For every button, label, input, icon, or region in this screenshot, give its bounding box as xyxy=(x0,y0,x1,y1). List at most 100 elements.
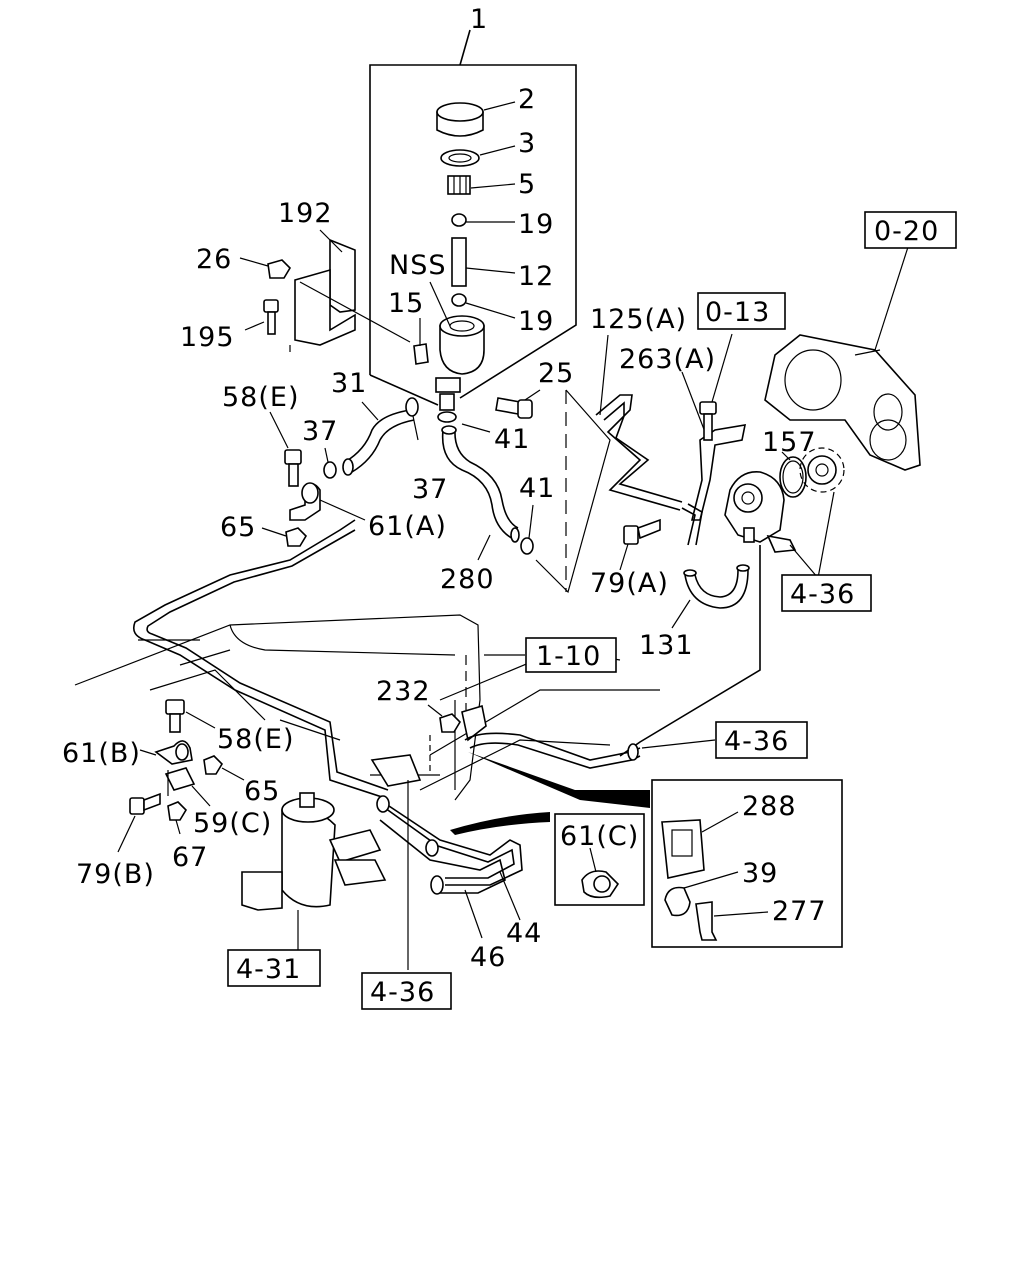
bolt-195 xyxy=(244,299,279,335)
ref-label-1-10[interactable]: 1-10 xyxy=(536,641,601,672)
label-79a: 79(A) xyxy=(590,568,669,599)
clip-61a xyxy=(289,482,366,521)
label-277: 277 xyxy=(772,896,827,927)
label-nss: NSS xyxy=(389,250,446,281)
hose-31 xyxy=(342,401,415,476)
ref-label-0-20[interactable]: 0-20 xyxy=(874,216,939,247)
label-19-upper: 19 xyxy=(518,209,554,240)
label-58e-lower: 58(E) xyxy=(217,724,294,755)
label-37-lower: 37 xyxy=(412,474,448,505)
label-65-upper: 65 xyxy=(220,512,256,543)
label-2: 2 xyxy=(518,84,536,115)
pump-reference-leaders xyxy=(789,491,835,579)
clip-61b xyxy=(139,740,193,765)
nut-65-upper xyxy=(261,527,308,547)
bolt-25 xyxy=(495,389,541,419)
label-67: 67 xyxy=(172,842,208,873)
ref-box-1-10[interactable] xyxy=(525,637,617,673)
hydraulic-filter-unit xyxy=(241,792,387,950)
ref-label-4-31[interactable]: 4-31 xyxy=(236,954,301,985)
bracket-clip xyxy=(413,318,429,365)
label-157: 157 xyxy=(762,427,817,458)
label-131: 131 xyxy=(639,630,694,661)
label-280: 280 xyxy=(440,564,495,595)
strainer xyxy=(447,175,516,195)
drive-gear xyxy=(799,447,845,493)
clamp-37-upper xyxy=(405,397,419,441)
nut-26 xyxy=(239,257,292,279)
bracket-263a xyxy=(681,371,747,521)
reservoir-pipe xyxy=(451,237,516,287)
label-263a: 263(A) xyxy=(619,344,716,375)
hose-reference-lines xyxy=(535,389,611,594)
gear-housing xyxy=(764,246,921,471)
hose-to-4-36 xyxy=(464,732,716,769)
detail-box-bracket xyxy=(651,779,843,948)
label-59c: 59(C) xyxy=(193,808,272,839)
ref-label-4-36-bottom[interactable]: 4-36 xyxy=(370,977,435,1008)
label-232: 232 xyxy=(376,676,431,707)
pipe-to-pump xyxy=(681,503,703,546)
ref-label-0-13[interactable]: 0-13 xyxy=(705,297,770,328)
hose-280 xyxy=(441,425,520,561)
ref-box-4-31[interactable] xyxy=(227,949,321,987)
label-39: 39 xyxy=(742,858,778,889)
nut-67 xyxy=(167,801,188,835)
ref-box-4-36-bottom[interactable] xyxy=(361,972,452,1010)
label-192: 192 xyxy=(278,198,333,229)
reservoir-assembly-bracket xyxy=(369,29,577,406)
label-288: 288 xyxy=(742,791,797,822)
bolt-79a xyxy=(619,518,661,571)
label-61b: 61(B) xyxy=(62,738,141,769)
label-37-upper: 37 xyxy=(302,416,338,447)
hose-131 xyxy=(671,564,750,629)
power-steering-pump xyxy=(724,471,797,553)
label-1: 1 xyxy=(470,4,488,35)
mount-bracket-lower xyxy=(370,704,487,787)
pipe-125a xyxy=(595,334,683,511)
clamp-37-lower xyxy=(323,447,337,479)
label-15: 15 xyxy=(388,288,424,319)
pipe-46 xyxy=(376,795,506,939)
o-ring-157 xyxy=(779,451,807,498)
label-5: 5 xyxy=(518,169,536,200)
label-31: 31 xyxy=(331,368,367,399)
label-12: 12 xyxy=(518,261,554,292)
label-44: 44 xyxy=(506,918,542,949)
grommet-upper xyxy=(451,213,515,227)
reservoir-tank xyxy=(429,281,485,411)
bolt-79b xyxy=(117,792,161,853)
steering-pipe-long xyxy=(132,519,389,799)
label-61a: 61(A) xyxy=(368,511,447,542)
plate-59c xyxy=(164,767,211,807)
clamp-41-lower xyxy=(520,504,534,555)
label-3: 3 xyxy=(518,128,536,159)
label-19-lower: 19 xyxy=(518,306,554,337)
ref-label-4-36-middle[interactable]: 4-36 xyxy=(724,726,789,757)
bolt-0-13 xyxy=(699,333,733,441)
ref-box-0-20[interactable] xyxy=(864,211,957,249)
label-65-lower: 65 xyxy=(244,776,280,807)
reservoir-cap xyxy=(436,101,516,137)
grommet-lower xyxy=(451,293,516,319)
label-61c: 61(C) xyxy=(560,821,639,852)
detail-box-61c xyxy=(554,813,645,906)
ref-box-0-13[interactable] xyxy=(697,292,786,330)
frame-reference-leader xyxy=(465,654,525,710)
label-79b: 79(B) xyxy=(76,859,155,890)
ref-box-4-36-middle[interactable] xyxy=(715,721,808,759)
label-195: 195 xyxy=(180,322,235,353)
ref-label-4-36-right[interactable]: 4-36 xyxy=(790,579,855,610)
detail-indicator-wedge xyxy=(450,752,650,835)
label-46: 46 xyxy=(470,942,506,973)
nut-232 xyxy=(427,704,462,733)
label-41-lower: 41 xyxy=(519,473,555,504)
label-25: 25 xyxy=(538,358,574,389)
label-41-upper: 41 xyxy=(494,424,530,455)
ref-box-4-36-right[interactable] xyxy=(781,574,872,612)
bolt-58e-lower xyxy=(165,699,216,733)
label-26: 26 xyxy=(196,244,232,275)
label-58e-upper: 58(E) xyxy=(222,382,299,413)
cap-gasket xyxy=(440,145,516,167)
